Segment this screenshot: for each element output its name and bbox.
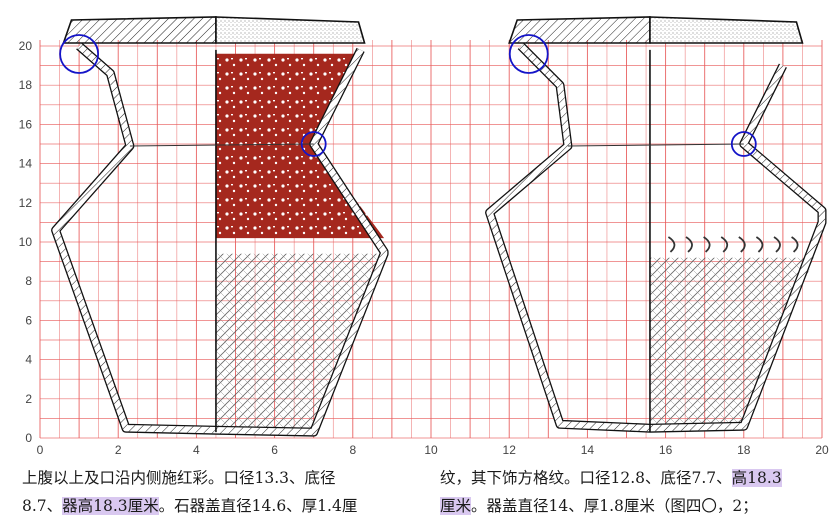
crescent-mark — [703, 236, 711, 253]
y-tick-label: 10 — [19, 235, 33, 249]
crescent-mark — [738, 236, 746, 253]
crescent-mark — [667, 236, 676, 253]
caption-right-column: 纹，其下饰方格纹。口径12.8、底径7.7、高18.3 厘米。器盖直径14、厚1… — [440, 464, 782, 520]
x-tick-label: 2 — [115, 443, 122, 457]
incised-lower-band — [216, 253, 385, 433]
crescent-mark — [773, 236, 781, 253]
x-tick-label: 6 — [271, 443, 278, 457]
caption-left-column: 上腹以上及口沿内侧施红彩。口径13.3、底径 8.7、器高18.3厘米。石器盖直… — [22, 464, 357, 520]
caption-left-line-1: 上腹以上及口沿内侧施红彩。口径13.3、底径 — [22, 469, 336, 487]
crescent-mark — [755, 236, 764, 253]
x-tick-label: 4 — [193, 443, 200, 457]
caption-right-highlight-1: 高18.3 — [731, 469, 782, 487]
vessel-drawing-figure: 0 2 4 6 8 10 12 14 16 18 20 0 2 4 6 8 10 12 14 16 18 20 — [19, 16, 829, 457]
y-tick-label: 8 — [25, 274, 32, 288]
y-tick-label: 14 — [19, 157, 33, 171]
marked-point-circle — [508, 34, 549, 74]
crescent-mark — [685, 236, 693, 253]
marked-points — [59, 34, 757, 157]
x-tick-label: 10 — [424, 443, 438, 457]
lid-stippled-half — [215, 16, 366, 44]
vessel-outlines — [51, 42, 827, 437]
x-tick-label: 0 — [37, 443, 44, 457]
marked-point-circle — [300, 131, 327, 157]
y-tick-label: 2 — [25, 392, 32, 406]
x-tick-label: 12 — [503, 443, 517, 457]
x-tick-label: 16 — [659, 443, 673, 457]
caption-right-line-1: 纹，其下饰方格纹。口径12.8、底径7.7、高18.3 — [440, 464, 782, 492]
caption-right-line-2: 厘米。器盖直径14、厚1.8厘米（图四〇，2； — [440, 492, 782, 520]
caption-left-line-2: 8.7、器高18.3厘米。石器盖直径14.6、厚1.4厘 — [22, 492, 357, 520]
y-tick-label: 16 — [19, 117, 33, 131]
shoulder-guide-line — [567, 143, 744, 147]
x-tick-label: 18 — [737, 443, 751, 457]
x-tick-label: 20 — [815, 443, 829, 457]
y-tick-label: 6 — [25, 313, 32, 327]
caption-left-text-a: 8.7、 — [22, 497, 63, 515]
y-tick-label: 4 — [25, 353, 32, 367]
caption-right-highlight-2: 厘米 — [440, 497, 472, 515]
marked-point-circle — [730, 131, 757, 157]
vessel-lids — [62, 16, 804, 44]
crescent-mark — [720, 236, 729, 253]
x-tick-label: 14 — [581, 443, 595, 457]
lid-hatched-half — [62, 16, 217, 44]
y-tick-label: 20 — [19, 39, 33, 53]
caption-left-highlight: 器高18.3厘米 — [62, 497, 159, 515]
shoulder-guide-line — [129, 143, 314, 147]
y-tick-label: 12 — [19, 196, 33, 210]
lattice-pattern-band — [650, 257, 815, 427]
y-tick-label: 0 — [25, 431, 32, 445]
lid-stippled-half — [649, 16, 804, 44]
marked-point-circle — [59, 34, 99, 74]
y-tick-label: 18 — [19, 78, 33, 92]
x-tick-label: 8 — [349, 443, 356, 457]
caption-left-text-b: 。石器盖直径14.6、厚1.4厘 — [158, 497, 358, 515]
caption-right-text-a: 纹，其下饰方格纹。口径12.8、底径7.7、 — [440, 469, 732, 487]
axis-tick-labels: 0 2 4 6 8 10 12 14 16 18 20 0 2 4 6 8 10 12 14 16 18 20 — [19, 39, 829, 457]
crescent-mark — [791, 236, 799, 253]
caption-right-text-b: 。器盖直径14、厚1.8厘米（图四〇，2； — [471, 497, 758, 515]
lid-hatched-half — [508, 16, 651, 44]
